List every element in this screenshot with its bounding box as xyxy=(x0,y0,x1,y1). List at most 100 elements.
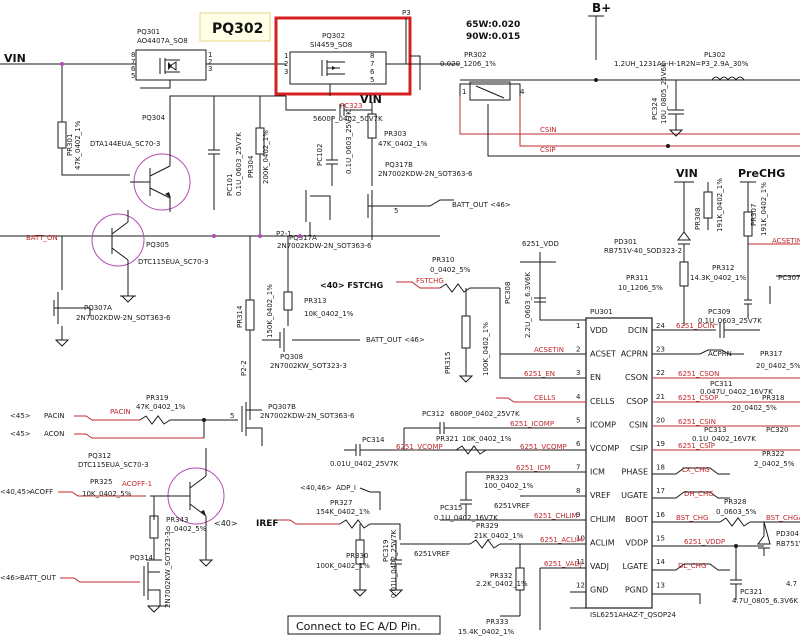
pr304-val: 200K_0402_1% xyxy=(262,130,270,184)
ic-pin-right-number: 18 xyxy=(656,464,665,472)
pq304-transistor: PQ304 DTA144EUA_SC70-3 xyxy=(90,95,286,212)
acon-label: ACON xyxy=(44,430,64,438)
ic-pin-left-name: ICOMP xyxy=(590,420,616,429)
pr332-pr333-section: PR332 2.2K_0402_1% PR333 15.4K_0402_1% xyxy=(458,544,541,636)
pr314-ref: PR314 xyxy=(236,305,244,328)
pr301-ref: PR301 xyxy=(66,134,74,156)
csin-csip-traces: CSIN CSIP xyxy=(459,96,800,157)
batt-out-46b: BATT_OUT <46> xyxy=(366,336,425,344)
pq304-ref: PQ304 xyxy=(142,114,166,122)
pq307a-mosfet: PQ307A 2N7002KDW-2N_SOT363-6 xyxy=(53,236,171,340)
ic-pin-right-name: PGND xyxy=(625,586,648,595)
pc319-ref: PC319 xyxy=(382,540,390,562)
pl302-val: 1.2UH_1231AS-H-1R2N=P3_2.9A_30% xyxy=(614,60,749,68)
ic-pin-left-number: 11 xyxy=(576,558,585,566)
pc312-ref: PC312 xyxy=(422,410,444,418)
pr312-ref: PR312 xyxy=(712,264,734,272)
ic-pin-left-name: VREF xyxy=(590,491,611,500)
pc311-ref: PC311 xyxy=(710,380,732,388)
adp-tag: <40,46> xyxy=(300,484,332,492)
pc309-val: 0.1U_0603_25V7K xyxy=(698,317,762,325)
icomp-net: 6251_ICOMP xyxy=(510,420,554,428)
pc314-cap: PC314 0.01U_0402_25V7K 6251_VCOMP xyxy=(330,436,586,468)
pc101-val: 0.1U_0603_25V7K xyxy=(235,132,243,196)
vin-mid-label: VIN xyxy=(360,93,382,106)
pq308-val: 2N7002KW_SOT323-3 xyxy=(270,362,347,370)
ic-pin-right-number: 14 xyxy=(656,558,665,566)
acprn-net: ACPRN xyxy=(708,350,732,358)
pr322-val: 2_0402_5% xyxy=(754,460,795,468)
iref-section: IREF <40,46> ADP_I PR327 154K_0402_1% PR… xyxy=(256,484,450,598)
ic-pin-left-name: ACLIM xyxy=(590,538,615,547)
pr321-ref: PR321 xyxy=(436,435,458,443)
pr317-val: 20_0402_5% xyxy=(756,362,800,370)
ic-pin-right-name: LGATE xyxy=(623,562,648,571)
pq307b-val: 2N7002KDW-2N_SOT363-6 xyxy=(260,412,355,420)
ic-pin-left-number: 12 xyxy=(576,582,585,590)
ic-pin-right-number: 20 xyxy=(656,416,665,424)
pq312-section: PQ312 DTC115EUA_SC70-3 <40,45> ACOFF PR3… xyxy=(0,448,238,561)
pc311-val: 0.047U_0402_16V7K xyxy=(700,388,773,396)
pr-4-7: 4.7 xyxy=(786,580,797,588)
ic-pin-right-number: 13 xyxy=(656,582,665,590)
ic-pin-right-number: 23 xyxy=(656,346,665,354)
acoff-net: ACOFF-1 xyxy=(122,480,152,488)
pr311-val: 10_1206_5% xyxy=(618,284,663,292)
footnote: Connect to EC A/D Pin. xyxy=(287,615,441,635)
ic-pin-right-number: 15 xyxy=(656,534,665,542)
pq302-ref: PQ302 xyxy=(322,32,345,40)
ic-pin-right-name: UGATE xyxy=(621,491,648,500)
ic-pin-right-name: PHASE xyxy=(622,468,648,477)
ic-pin-left-number: 2 xyxy=(576,346,580,354)
pr333-ref: PR333 xyxy=(486,618,508,626)
ic-pin-left-number: 6 xyxy=(576,440,581,448)
ic-pin-left-name: ICM xyxy=(590,468,605,477)
pq317b-pin5: 5 xyxy=(394,207,398,215)
pr313-ref: PR313 xyxy=(304,297,326,305)
pc319-val: 0.01U_0402_25V7K xyxy=(390,529,398,598)
pd304-ref: PD304 xyxy=(776,530,800,538)
pq312-val: DTC115EUA_SC70-3 xyxy=(78,461,149,469)
lx-chg-net: LX_CHG xyxy=(682,466,710,474)
pc308-ref: PC308 xyxy=(504,282,512,304)
pl302-inductor: PL302 1.2UH_1231AS-H-1R2N=P3_2.9A_30% xyxy=(614,51,749,81)
pr302-pin1: 1 xyxy=(462,88,466,96)
pc323-ref: PC323 xyxy=(340,102,362,110)
pq305-val: DTC115EUA_SC70-3 xyxy=(138,258,209,266)
pq307a-ref: PQ307A xyxy=(84,304,112,312)
ic-pin-left-number: 7 xyxy=(576,464,580,472)
ic-pin-right-name: VDDP xyxy=(625,538,648,547)
pq301-ref: PQ301 xyxy=(137,28,160,36)
pc314-val: 0.01U_0402_25V7K xyxy=(330,460,399,468)
pr333-val: 15.4K_0402_1% xyxy=(458,628,514,636)
pc313-ref: PC313 xyxy=(704,426,726,434)
ic-left-nets: 6251_VDD PC308 2.2U_0603_6.3V6K ACSETIN … xyxy=(440,240,587,609)
pq302-pin5: 5 xyxy=(370,76,374,84)
ic-pin-left-number: 3 xyxy=(576,369,580,377)
pr315-val: 100K_0402_1% xyxy=(482,322,490,376)
pr302-sense-resistor: PR302 0.020_1206_1% 1 4 xyxy=(440,51,800,101)
ic-pin-left-number: 4 xyxy=(576,393,581,401)
ic-pin-right-name: CSON xyxy=(625,373,648,382)
pr304-ref: PR304 xyxy=(247,155,255,178)
ic-pin-left-name: EN xyxy=(590,373,601,382)
pc309-ref: PC309 xyxy=(708,308,730,316)
ic-pin-right-name: BOOT xyxy=(625,515,648,524)
ic-pin-right-name: ACPRN xyxy=(621,350,648,359)
pr323-ref: PR323 xyxy=(486,474,508,482)
csin-net: CSIN xyxy=(540,126,557,134)
pc320-ref: PC320 xyxy=(766,426,788,434)
pr310-val: 0_0402_5% xyxy=(430,266,471,274)
ic-pin-right-number: 22 xyxy=(656,369,665,377)
batt-46-tag: <46> xyxy=(0,574,21,582)
pr330-ref: PR330 xyxy=(346,552,368,560)
pq314-section: PQ314 <46> BATT_OUT 2N7002KW_SOT323-3 xyxy=(0,531,172,608)
chlim-net: 6251_CHLIM xyxy=(534,512,577,520)
p3-label: P3 xyxy=(402,9,411,17)
ic-pin-left-name: VADJ xyxy=(590,562,609,571)
ic-pin-right-number: 19 xyxy=(656,440,665,448)
pu301-val: ISL6251AHAZ-T_QSOP24 xyxy=(590,611,677,619)
pr321-val: 10K_0402_1% xyxy=(462,435,512,443)
pr302-pin4: 4 xyxy=(520,88,525,96)
